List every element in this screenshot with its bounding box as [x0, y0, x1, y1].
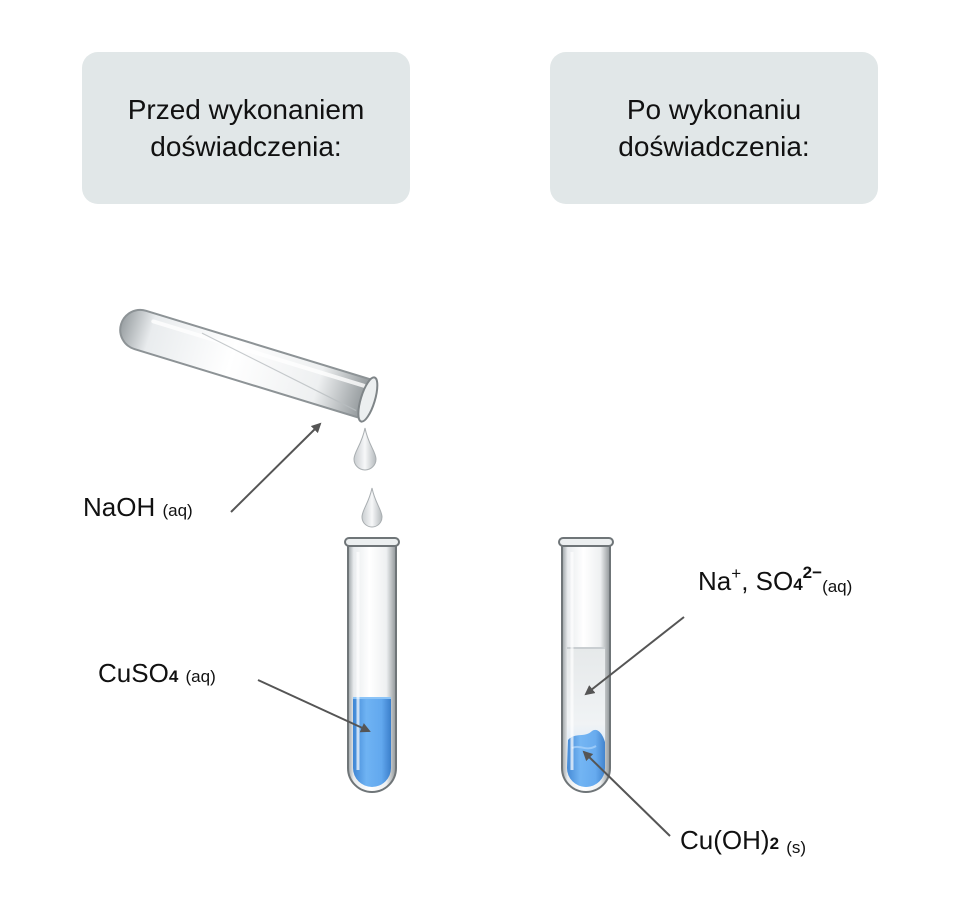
before-header-line2: doświadczenia: [150, 131, 342, 162]
after-experiment-header: Po wykonaniu doświadczenia: [550, 52, 878, 204]
after-header-line2: doświadczenia: [618, 131, 810, 162]
before-header-line1: Przed wykonaniem [127, 94, 365, 125]
cuso4-arrow-icon [257, 679, 371, 733]
cuso4-label: CuSO4 (aq) [98, 658, 216, 688]
naoh-label: NaOH (aq) [83, 492, 193, 522]
ions-label: Na+, SO42−(aq) [698, 563, 853, 596]
naoh-test-tube-icon [119, 308, 379, 423]
before-experiment-header: Przed wykonaniem doświadczenia: [82, 52, 410, 204]
ions-arrow-icon [584, 616, 685, 696]
result-test-tube-icon [558, 537, 614, 793]
naoh-arrow-icon [230, 422, 322, 513]
droplet-icon [361, 487, 383, 528]
after-header-line1: Po wykonaniu [626, 94, 802, 125]
precipitate-arrow-icon [582, 750, 671, 837]
precipitate-label: Cu(OH)2 (s) [680, 825, 807, 857]
cuso4-test-tube-icon [344, 537, 400, 793]
droplet-icon [353, 427, 377, 471]
